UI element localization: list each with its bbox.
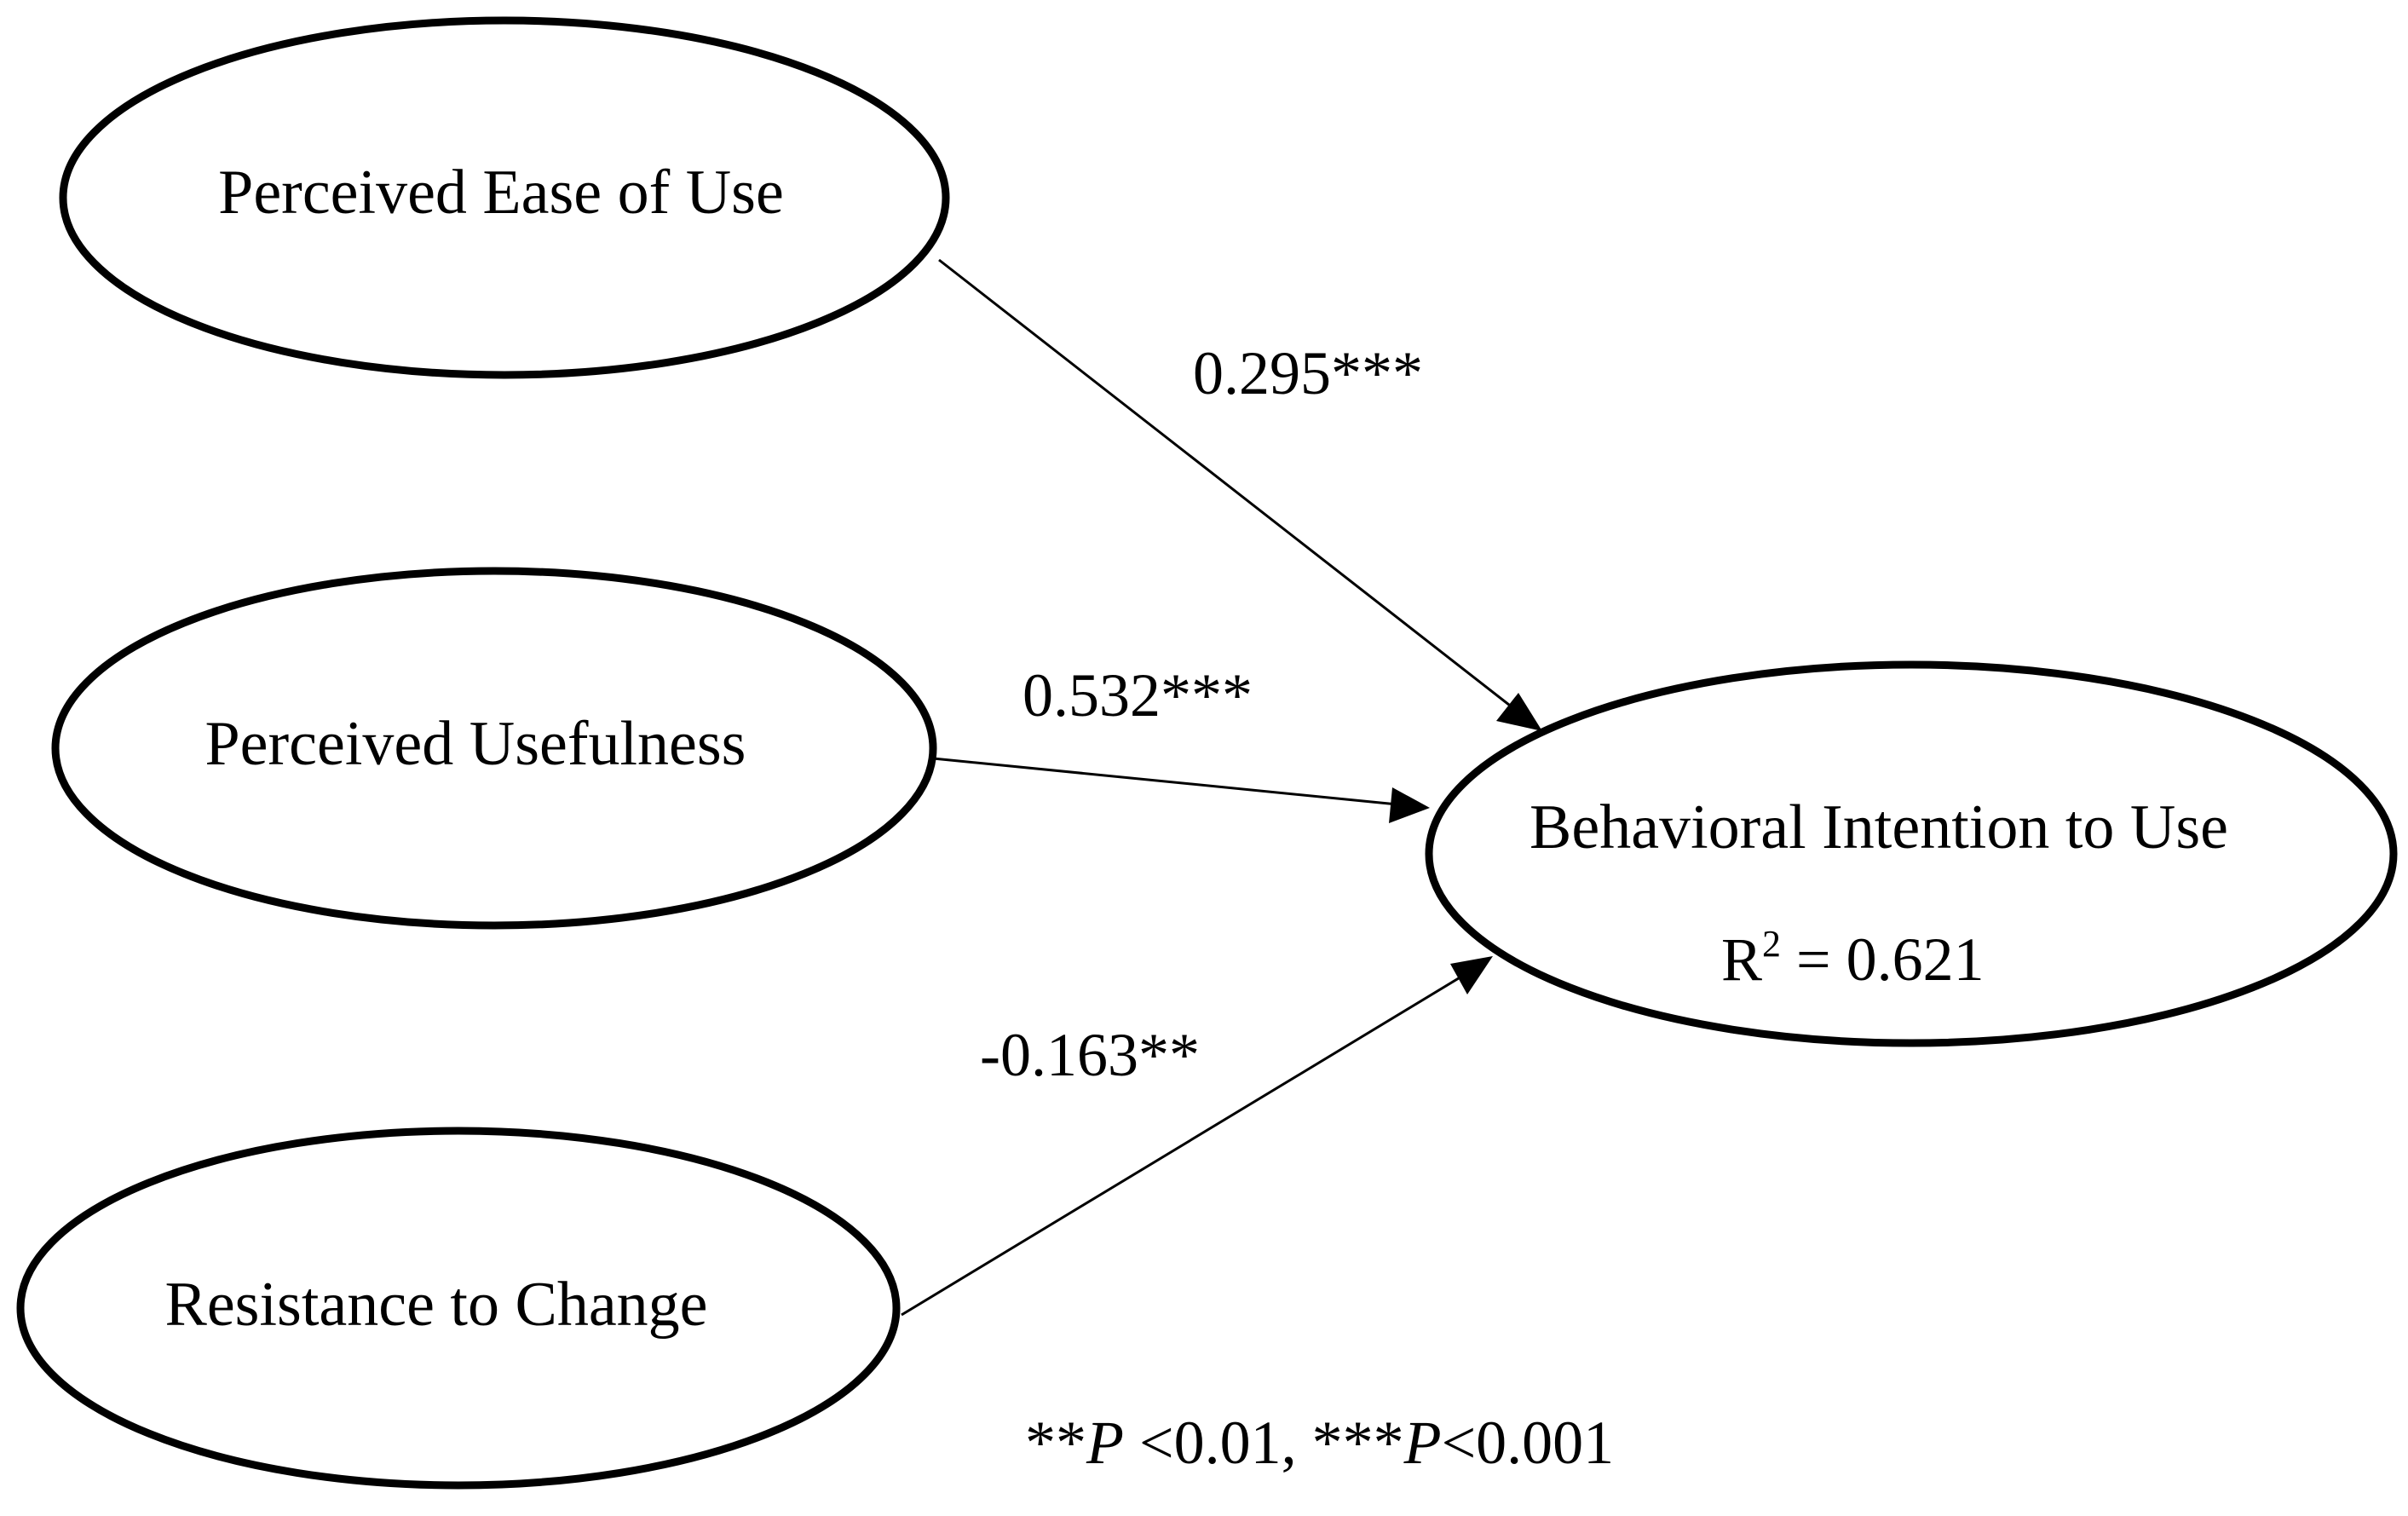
edge-usefulness-to-intention — [932, 757, 1430, 823]
node-perceived-usefulness: Perceived Usefulness — [51, 567, 937, 930]
node-ellipse — [59, 16, 950, 379]
node-label: Perceived Usefulness — [205, 709, 746, 779]
edge-resistance-to-intention — [901, 956, 1493, 1317]
footnote-threshold-2: <0.001 — [1442, 1409, 1615, 1477]
node-label: Perceived Ease of Use — [218, 158, 784, 228]
r-squared-label: R2 = 0.621 — [1721, 923, 1985, 994]
node-behavioral-intention-to-use: Behavioral Intention to Use R2 = 0.621 — [1425, 660, 2398, 1047]
significance-footnote: **P <0.01, ***P<0.001 — [1025, 1409, 1614, 1477]
arrowhead — [1389, 787, 1430, 823]
node-label: Behavioral Intention to Use — [1529, 793, 2228, 862]
coefficient-usefulness: 0.532*** — [1023, 661, 1253, 729]
footnote-threshold-1: <0.01, *** — [1124, 1409, 1404, 1477]
coefficient-ease-of-use: 0.295*** — [1193, 339, 1423, 407]
edge-ease-to-intention — [938, 258, 1542, 731]
edge-line — [901, 970, 1471, 1317]
r-squared-symbol: R — [1721, 925, 1762, 994]
node-ellipse — [51, 567, 937, 930]
node-label: Resistance to Change — [164, 1270, 707, 1340]
coefficient-resistance: -0.163** — [980, 1021, 1200, 1089]
node-perceived-ease-of-use: Perceived Ease of Use — [59, 16, 950, 379]
arrowhead — [1496, 693, 1542, 731]
footnote-p-1: P — [1086, 1409, 1124, 1477]
footnote-stars-1: ** — [1025, 1409, 1086, 1477]
arrowhead — [1450, 956, 1493, 994]
r-squared-value: = 0.621 — [1781, 925, 1985, 994]
edge-line — [938, 258, 1522, 716]
edge-line — [932, 757, 1398, 806]
node-resistance-to-change: Resistance to Change — [16, 1127, 901, 1490]
footnote-p-2: P — [1403, 1409, 1442, 1477]
node-ellipse — [16, 1127, 901, 1490]
r-squared-superscript: 2 — [1762, 923, 1781, 965]
node-ellipse — [1425, 660, 2398, 1047]
